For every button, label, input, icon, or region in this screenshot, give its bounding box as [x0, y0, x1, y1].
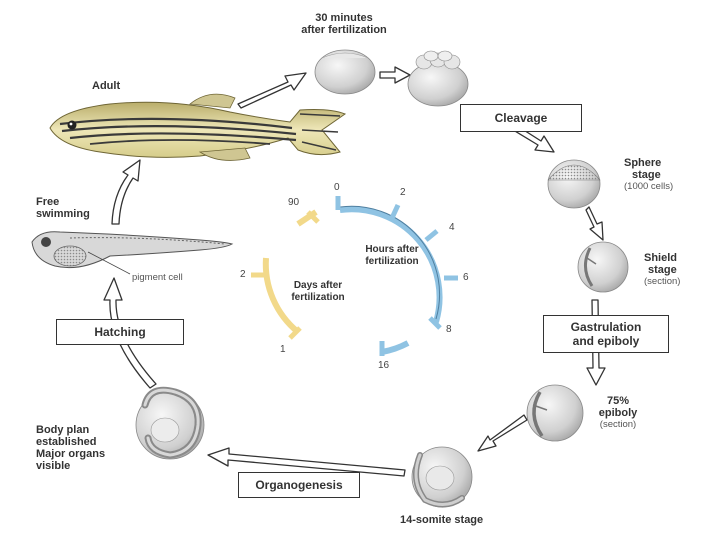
days-tick-2: 2 — [240, 269, 246, 280]
hours-tick-16: 16 — [378, 360, 390, 371]
box-cleavage: Cleavage — [460, 104, 582, 132]
label-75-epiboly: 75% epiboly (section) — [588, 395, 648, 431]
hours-clock-title-line2: fertilization — [365, 256, 419, 267]
label-shield-line1: Shield — [644, 252, 678, 264]
days-clock-ticks — [251, 210, 320, 340]
arrow-freeswim-to-adult — [111, 159, 141, 225]
label-body-plan-line3: Major organs — [36, 448, 106, 460]
box-gastrulation-line1: Gastrulation — [570, 320, 642, 334]
label-sphere-line2: stage — [632, 169, 661, 181]
hours-tick-8: 8 — [446, 324, 452, 335]
label-adult: Adult — [92, 80, 121, 92]
label-body-plan-line4: visible — [36, 460, 71, 472]
hours-tick-6: 6 — [463, 272, 469, 283]
days-clock-arc — [262, 209, 318, 335]
label-75-line1: 75% — [606, 395, 630, 407]
label-free-swimming-line1: Free — [36, 196, 60, 208]
label-sphere-note: (1000 cells) — [624, 181, 674, 192]
label-shield-note: (section) — [644, 276, 681, 287]
label-30-minutes-line2: after fertilization — [301, 24, 387, 36]
embryo-14-somite — [411, 446, 473, 508]
arrow-sphere-to-shield — [585, 206, 604, 241]
hours-tick-4: 4 — [449, 222, 455, 233]
embryo-shield-stage — [577, 241, 629, 293]
hours-tick-2: 2 — [400, 187, 406, 198]
days-tick-1: 1 — [280, 344, 286, 355]
label-shield-stage: Shield stage (section) — [644, 252, 680, 288]
arrow-14somite-to-bodyplan — [207, 447, 406, 477]
arrow-adult-to-30min — [237, 72, 307, 109]
label-sphere-stage: Sphere stage (1000 cells) — [624, 157, 673, 193]
days-clock-title-line1: Days after — [293, 280, 343, 291]
label-free-swimming-line2: swimming — [36, 208, 90, 220]
hours-clock-title-line1: Hours after — [365, 244, 419, 255]
label-75-line2: epiboly — [598, 407, 638, 419]
box-gastrulation-line2: and epiboly — [572, 334, 640, 348]
label-pigment-cell: pigment cell — [132, 272, 183, 283]
label-body-plan: Body plan established Major organs visib… — [36, 424, 105, 472]
label-body-plan-line1: Body plan — [36, 424, 90, 436]
days-tick-90: 90 — [288, 197, 300, 208]
egg-30min — [314, 49, 376, 95]
box-organogenesis: Organogenesis — [238, 472, 360, 498]
label-sphere-line1: Sphere — [624, 157, 662, 169]
arrow-75-to-14somite — [477, 414, 528, 452]
egg-cleavage — [407, 50, 469, 107]
days-clock-title: Days after fertilization — [278, 280, 358, 304]
days-clock-title-line2: fertilization — [291, 292, 345, 303]
label-14-somite: 14-somite stage — [400, 514, 484, 526]
label-shield-line2: stage — [648, 264, 677, 276]
label-75-note: (section) — [599, 419, 637, 430]
adult-zebrafish — [49, 93, 347, 161]
embryo-75-epiboly — [526, 384, 584, 442]
box-hatching: Hatching — [56, 319, 184, 345]
label-30-minutes: 30 minutes after fertilization — [282, 12, 406, 36]
free-swimming-larva — [31, 231, 234, 275]
label-30-minutes-line1: 30 minutes — [315, 12, 373, 24]
embryo-body-plan — [135, 386, 205, 460]
box-gastrulation-epiboly: Gastrulation and epiboly — [543, 315, 669, 353]
hours-tick-0: 0 — [334, 182, 340, 193]
label-body-plan-line2: established — [36, 436, 97, 448]
embryo-sphere-stage — [547, 159, 601, 209]
label-free-swimming: Free swimming — [36, 196, 90, 220]
hours-clock-title: Hours after fertilization — [352, 244, 432, 268]
arrow-30min-to-cleavage — [379, 66, 411, 84]
hours-clock-ticks — [335, 196, 458, 356]
arrow-bodyplan-to-freeswim — [103, 277, 157, 389]
